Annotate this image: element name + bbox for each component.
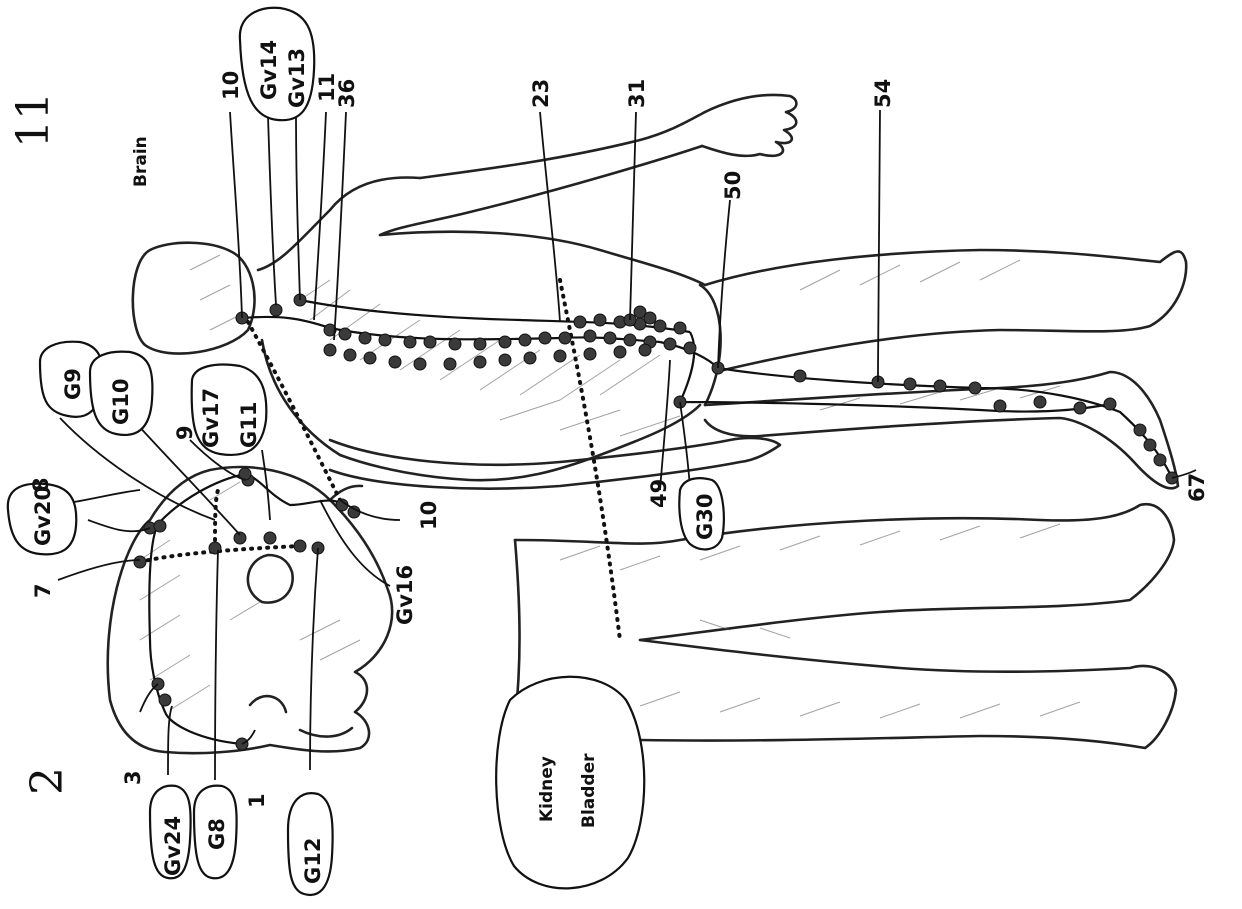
label-g30: G30 bbox=[693, 494, 717, 540]
label-n54: 54 bbox=[871, 79, 895, 108]
acupoint-dot bbox=[524, 352, 536, 364]
label-gv17: Gv17 bbox=[199, 388, 223, 448]
acupoint-dot bbox=[270, 304, 282, 316]
acupoint-dot bbox=[159, 694, 171, 706]
acupoints bbox=[134, 294, 1178, 750]
acupoint-dot bbox=[424, 336, 436, 348]
label-n1: 1 bbox=[245, 793, 269, 808]
label-g8: G8 bbox=[205, 818, 229, 850]
acupoint-dot bbox=[324, 344, 336, 356]
acupoint-dot bbox=[344, 349, 356, 361]
acupoint-dot bbox=[209, 542, 221, 554]
label-n10-back: 10 bbox=[219, 71, 243, 100]
acupoint-dot bbox=[359, 332, 371, 344]
acupoint-dot bbox=[414, 358, 426, 370]
back-figure bbox=[133, 95, 1186, 489]
acupoint-dot bbox=[134, 556, 146, 568]
acupoint-dot bbox=[934, 380, 946, 392]
acupoint-dot bbox=[614, 346, 626, 358]
label-g10: G10 bbox=[109, 379, 133, 425]
acupoint-dot bbox=[364, 352, 376, 364]
acupoint-dot bbox=[449, 338, 461, 350]
acupoint-dot bbox=[969, 382, 981, 394]
acupoint-dot bbox=[499, 336, 511, 348]
label-gv24: Gv24 bbox=[161, 816, 185, 876]
acupoint-dot bbox=[348, 506, 360, 518]
acupoint-dot bbox=[674, 322, 686, 334]
acupoint-dot bbox=[654, 320, 666, 332]
page-mark-bottom: 2 bbox=[22, 767, 73, 795]
acupoint-dot bbox=[644, 312, 656, 324]
organ-label-kidney: Kidney bbox=[537, 756, 557, 822]
bubble-kidney-bladder bbox=[496, 677, 644, 889]
acupoint-dot bbox=[1104, 398, 1116, 410]
label-n49: 49 bbox=[647, 479, 671, 508]
label-gv20: Gv20 bbox=[31, 486, 55, 546]
label-n50: 50 bbox=[721, 171, 745, 200]
acupoint-dot bbox=[574, 316, 586, 328]
acupoint-dot bbox=[379, 334, 391, 346]
acupoint-dot bbox=[339, 328, 351, 340]
acupoint-dot bbox=[594, 314, 606, 326]
acupoint-dot bbox=[664, 338, 676, 350]
label-gv13: Gv13 bbox=[285, 48, 309, 108]
acupoint-dot bbox=[1134, 424, 1146, 436]
acupoint-dot bbox=[584, 330, 596, 342]
acupoint-dot bbox=[519, 334, 531, 346]
page-mark-top: 11 bbox=[8, 92, 59, 148]
acupoint-dot bbox=[154, 520, 166, 532]
acupoint-dot bbox=[444, 358, 456, 370]
acupoint-dot bbox=[904, 378, 916, 390]
acupoint-dot bbox=[404, 336, 416, 348]
label-n23: 23 bbox=[529, 79, 553, 108]
acupoint-dot bbox=[1074, 402, 1086, 414]
organ-label-bladder: Bladder bbox=[579, 753, 599, 828]
acupoint-dot bbox=[539, 332, 551, 344]
acupoint-dot bbox=[1034, 396, 1046, 408]
acupoint-dot bbox=[389, 356, 401, 368]
acupoint-dot bbox=[559, 332, 571, 344]
label-n31: 31 bbox=[625, 79, 649, 108]
acupoint-dot bbox=[264, 532, 276, 544]
label-n8: 8 bbox=[29, 477, 53, 492]
acupoint-dot bbox=[624, 334, 636, 346]
label-gv16: Gv16 bbox=[393, 565, 417, 625]
label-n67: 67 bbox=[1185, 473, 1209, 502]
acupoint-dot bbox=[474, 338, 486, 350]
organ-label-brain: Brain bbox=[131, 136, 151, 187]
acupoint-dot bbox=[794, 370, 806, 382]
acupoint-dot bbox=[639, 344, 651, 356]
label-n10-head: 10 bbox=[417, 501, 441, 530]
label-g12: G12 bbox=[301, 838, 325, 884]
label-n7: 7 bbox=[31, 583, 55, 598]
acupoint-dot bbox=[584, 348, 596, 360]
acupoint-dot bbox=[1144, 439, 1156, 451]
bladder-meridian-head bbox=[149, 474, 345, 744]
label-g9: G9 bbox=[61, 368, 85, 400]
label-gv14: Gv14 bbox=[257, 40, 281, 100]
bladder-meridian-back bbox=[242, 300, 1172, 478]
acupoint-dot bbox=[474, 356, 486, 368]
acupoint-dot bbox=[1154, 454, 1166, 466]
acupoint-dot bbox=[499, 354, 511, 366]
label-g11: G11 bbox=[237, 402, 261, 448]
acupoint-dot bbox=[684, 342, 696, 354]
label-n3: 3 bbox=[121, 770, 145, 785]
label-n9: 9 bbox=[173, 425, 197, 440]
acupoint-dot bbox=[554, 350, 566, 362]
label-n36: 36 bbox=[335, 79, 359, 108]
acupoint-dot bbox=[294, 540, 306, 552]
acupoint-dot bbox=[604, 332, 616, 344]
acupoint-dot bbox=[994, 400, 1006, 412]
